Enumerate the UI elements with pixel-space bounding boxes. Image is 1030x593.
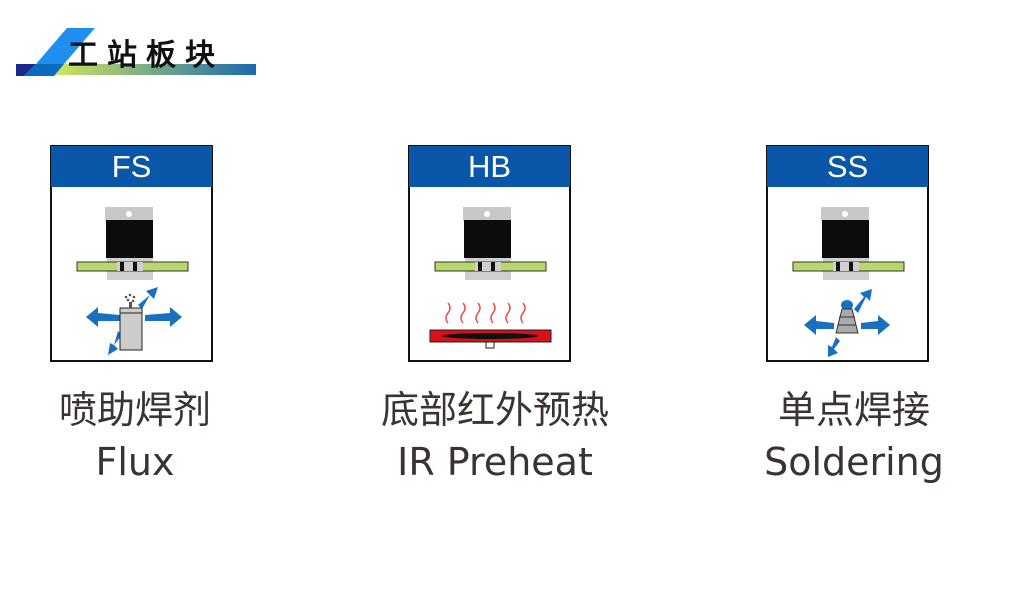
- station-label-fs: 喷助焊剂 Flux: [0, 384, 295, 488]
- station-name-en: Flux: [95, 440, 175, 484]
- station-card-hb: HB: [408, 145, 571, 362]
- flux-spray-nozzle-icon: [50, 145, 213, 362]
- station-code: HB: [467, 149, 512, 184]
- station-name-en: IR Preheat: [397, 440, 593, 484]
- logo-graphic: [16, 28, 256, 76]
- station-name-cn: 单点焊接: [777, 388, 930, 432]
- station-card-fs: FS: [50, 145, 213, 362]
- station-card-ss: SS: [766, 145, 929, 362]
- station-name-en: Soldering: [764, 440, 944, 484]
- station-code: FS: [111, 149, 152, 184]
- station-label-hb: 底部红外预热 IR Preheat: [335, 384, 655, 488]
- station-name-cn: 喷助焊剂: [58, 388, 211, 432]
- ir-heater-icon: [408, 145, 571, 362]
- page-title: 工站板块: [68, 38, 224, 73]
- station-code: SS: [826, 149, 869, 184]
- solder-nozzle-icon: [766, 145, 929, 362]
- station-label-ss: 单点焊接 Soldering: [694, 384, 1014, 488]
- station-name-cn: 底部红外预热: [380, 388, 609, 432]
